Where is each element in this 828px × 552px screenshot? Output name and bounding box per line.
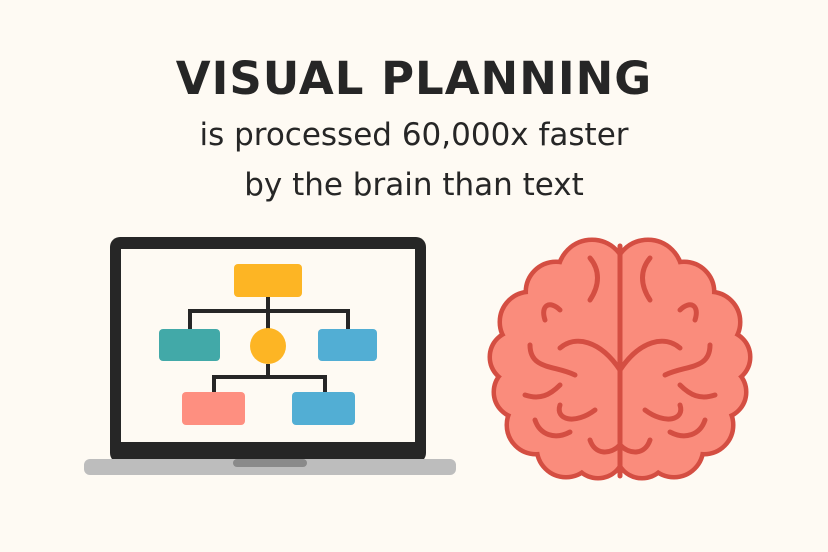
- brain-icon: [492, 242, 748, 476]
- flowchart-center-node: [250, 328, 286, 364]
- flowchart-connectors: [188, 297, 350, 392]
- flowchart-top-box: [234, 264, 302, 297]
- headline-line-1: is processed 60,000x faster: [199, 117, 629, 153]
- laptop-flowchart-icon: [84, 237, 456, 475]
- flowchart-left-box: [159, 329, 220, 361]
- laptop-notch: [233, 459, 307, 467]
- headline-title: VISUAL PLANNING: [175, 52, 653, 105]
- headline-line-2: by the brain than text: [244, 167, 584, 203]
- flowchart-bottom-left-box: [182, 392, 245, 425]
- flowchart-bottom-right-box: [292, 392, 355, 425]
- flowchart-right-box: [318, 329, 377, 361]
